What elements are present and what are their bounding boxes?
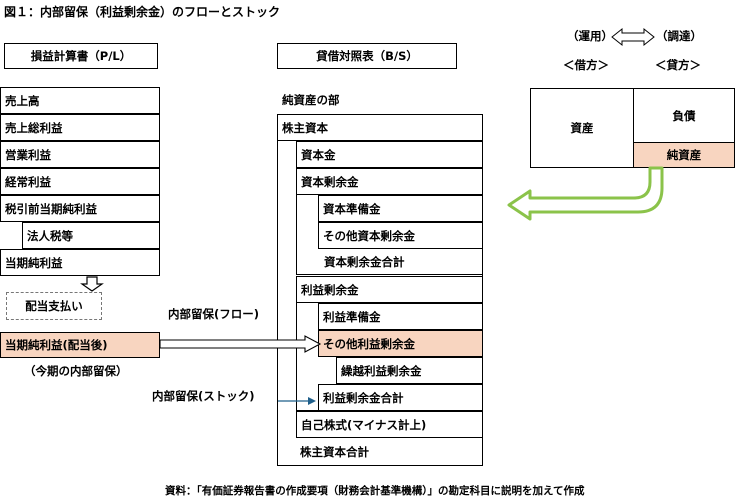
bs-row-other-retained-earnings: その他利益剰余金	[318, 330, 483, 357]
net-assets-cell: 純資産	[633, 142, 735, 168]
bs-row-capital-surplus-total: 資本剰余金合計	[324, 255, 405, 269]
source-note: 資料：「有価証券報告書の作成要項（財務会計基準機構）」の勘定科目に説明を加えて作…	[165, 485, 585, 497]
bs-row-retained-earnings-total: 利益剰余金合計	[318, 384, 483, 411]
flow-arrow	[159, 335, 322, 353]
legend-credit: ＜貸方＞	[655, 58, 701, 72]
pl-row-income-taxes: 法人税等	[22, 222, 160, 249]
bs-row-capital-surplus: 資本剰余金	[296, 168, 483, 195]
stock-label: 内部留保(ストック)	[152, 389, 255, 403]
legend-debit: ＜借方＞	[563, 58, 609, 72]
pl-row-operating-profit: 営業利益	[0, 141, 160, 168]
flow-label: 内部留保(フロー)	[168, 307, 260, 321]
bs-row-retained-earnings: 利益剰余金	[296, 276, 483, 303]
net-income-after-dividend: 当期純利益(配当後)	[0, 332, 160, 358]
bs-row-shareholders-equity-total: 株主資本合計	[300, 445, 369, 459]
legend-use: （運用）	[567, 29, 613, 43]
pl-row-sales: 売上高	[0, 87, 160, 114]
net-assets-arrow	[507, 166, 664, 221]
pl-row-ordinary-profit: 経常利益	[0, 168, 160, 195]
bs-row-capital: 資本金	[296, 141, 483, 168]
bs-row-capital-reserve: 資本準備金	[318, 195, 483, 222]
down-arrow-icon	[80, 276, 104, 292]
bs-header: 貸借対照表（B/S）	[277, 43, 457, 69]
pl-row-net-income: 当期純利益	[0, 249, 160, 276]
pl-row-gross-profit: 売上総利益	[0, 114, 160, 141]
retained-this-period-label: （今期の内部留保）	[24, 364, 128, 378]
bs-row-treasury-stock: 自己株式(マイナス計上)	[296, 411, 483, 438]
bs-row-legal-retained-reserve: 利益準備金	[318, 303, 483, 330]
bs-row-retained-brought-forward: 繰越利益剰余金	[336, 357, 483, 384]
dividend-box: 配当支払い	[6, 292, 102, 320]
pl-row-pretax-profit: 税引前当期純利益	[0, 195, 160, 222]
figure-title: 図１：内部留保（利益剰余金）のフローとストック	[4, 5, 281, 19]
stock-arrow	[278, 397, 316, 405]
legend-procure: （調達）	[656, 29, 702, 43]
pl-header: 損益計算書（P/L）	[4, 43, 158, 69]
bs-row-shareholders-equity: 株主資本	[277, 114, 483, 141]
double-arrow-icon	[611, 27, 655, 47]
net-assets-section-label: 純資産の部	[282, 93, 340, 107]
bs-row-other-capital-surplus: その他資本剰余金	[318, 222, 483, 249]
